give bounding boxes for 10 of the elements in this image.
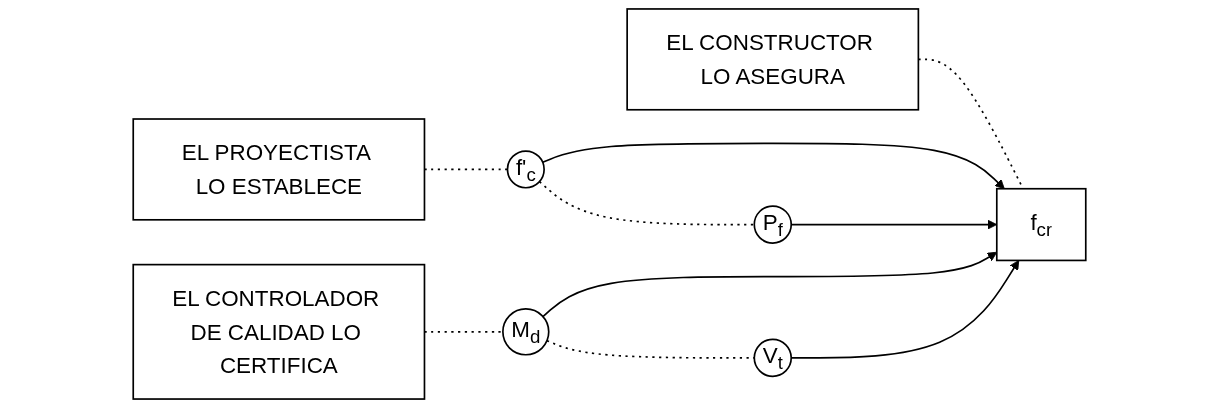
- node-box: EL CONTROLADOR DE CALIDAD LO CERTIFICA: [132, 263, 426, 400]
- connector: [423, 168, 509, 171]
- node-circle: M$_{d}$: [502, 308, 550, 356]
- node-circle: f'$_{c}$: [506, 150, 545, 189]
- node-circle: P$_{f}$: [753, 205, 793, 244]
- node-circle: V$_{t}$: [753, 338, 793, 378]
- node-box: EL PROYECTISTA LO ESTABLECE: [132, 118, 426, 221]
- node-box: EL CONSTRUCTOR LO ASEGURA: [626, 8, 920, 111]
- node-box: f$_{cr}$: [995, 187, 1087, 262]
- connector: [423, 331, 504, 333]
